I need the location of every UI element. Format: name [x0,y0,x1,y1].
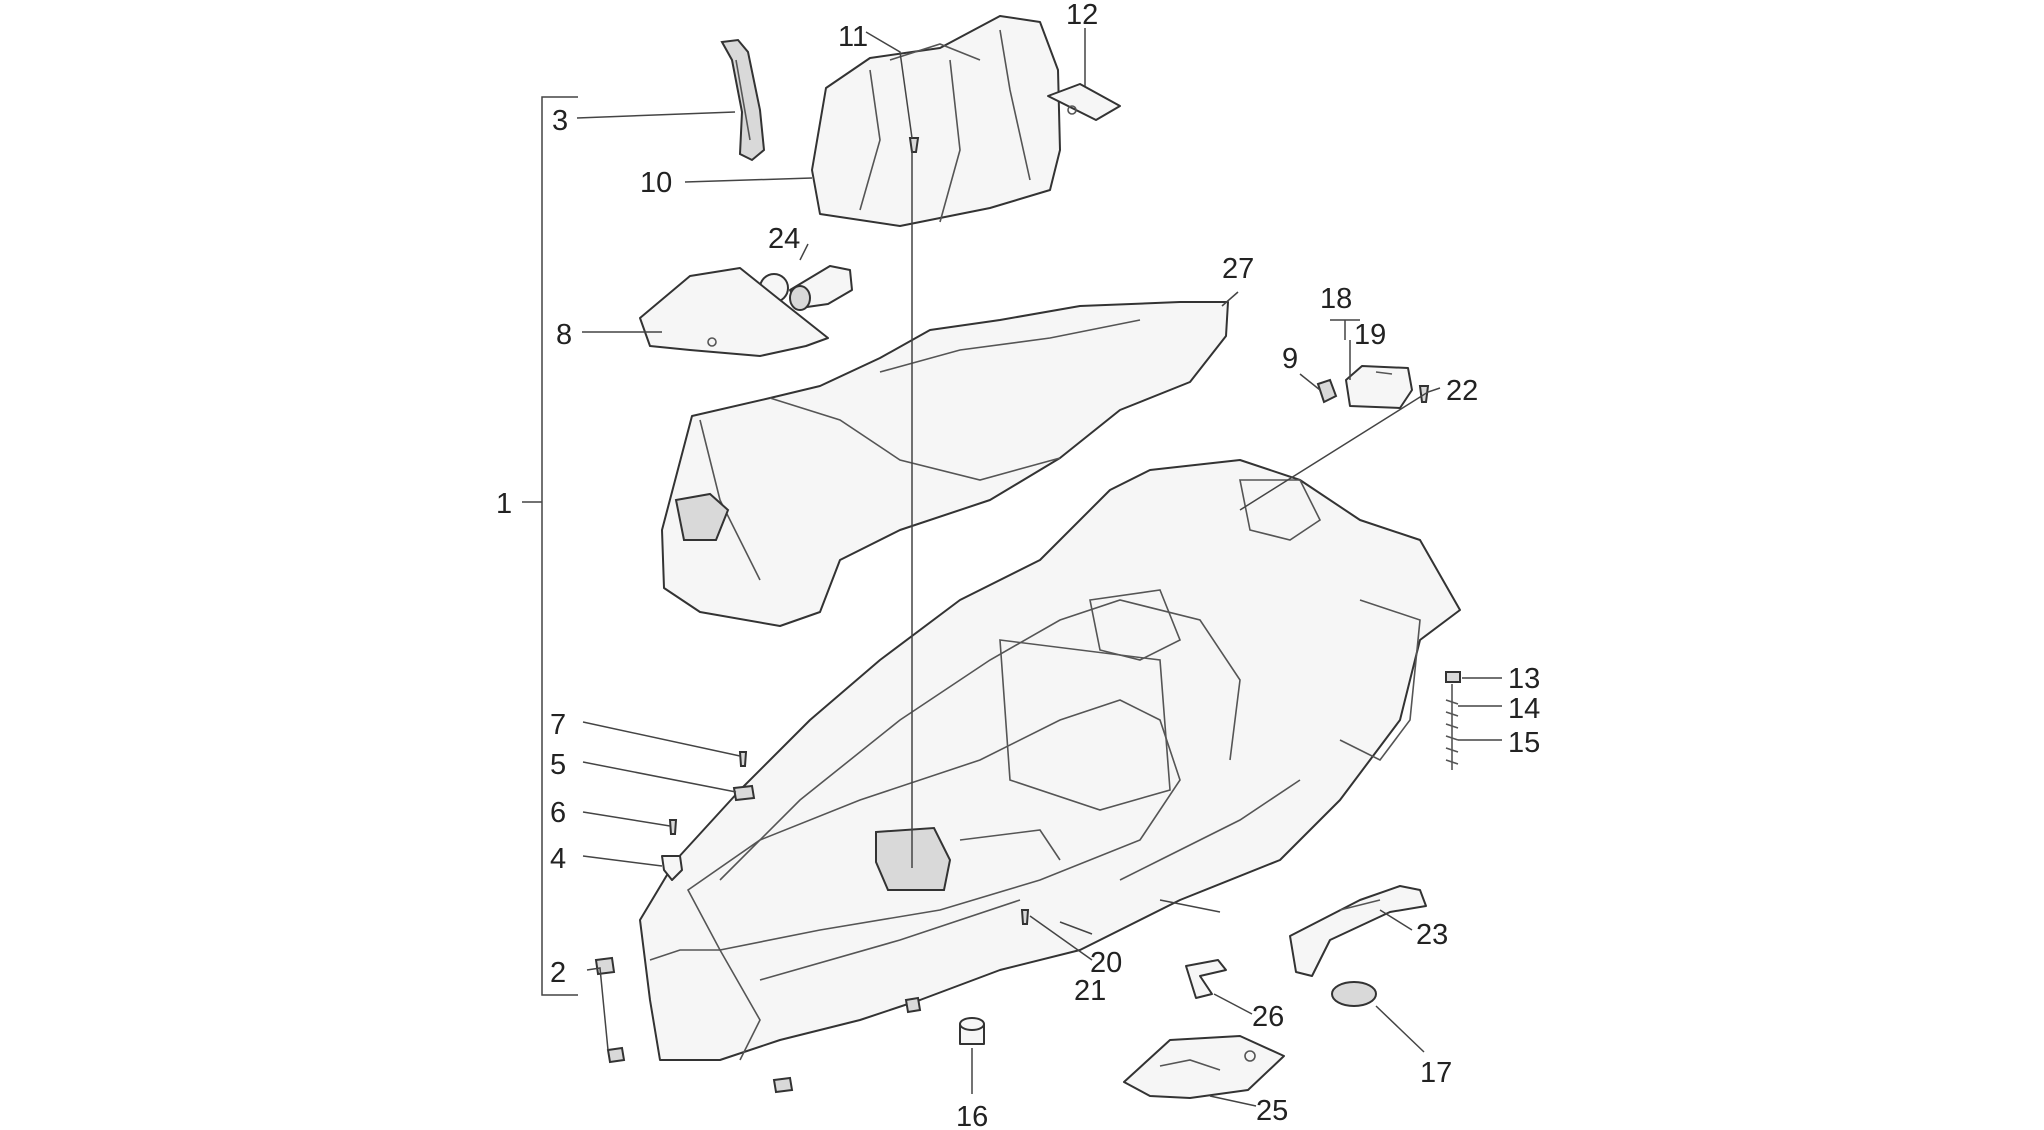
part-5-clip [732,784,756,802]
group-1-bracket [522,96,578,996]
part-26-bracket [1185,959,1227,999]
part-16-plug [959,1017,985,1045]
callout-26: 26 [1252,1001,1284,1033]
callout-4: 4 [550,843,566,875]
callout-9: 9 [1282,343,1298,375]
callout-20: 20 [1090,947,1122,979]
part-27-liner [661,301,1229,627]
callout-27: 27 [1222,253,1254,285]
part-23-cover [1289,885,1427,977]
part-13-14-15-bolt [1445,671,1461,770]
part-17-cap [1331,981,1377,1007]
part-3-strap [720,38,766,162]
part-21-screw [1020,909,1030,925]
part-8-mat [639,267,829,357]
callout-8: 8 [556,319,572,351]
callout-23: 23 [1416,919,1448,951]
callout-5: 5 [550,749,566,781]
part-9-clip [1316,378,1338,404]
leader-lines [576,28,1502,1107]
part-6-screw [668,819,678,835]
callout-1: 1 [496,488,512,520]
callout-11: 11 [838,21,868,53]
callout-14: 14 [1508,693,1540,725]
part-25-mat [1123,1035,1285,1099]
callout-13: 13 [1508,663,1540,695]
callout-19: 19 [1354,319,1386,351]
callout-12: 12 [1066,0,1098,31]
callout-22: 22 [1446,375,1478,407]
part-4-nut [661,855,683,881]
main-frame-body [639,459,1461,1061]
callout-16: 16 [956,1101,988,1130]
callout-7: 7 [550,709,566,741]
callout-21: 21 [1074,975,1106,1007]
callout-6: 6 [550,797,566,829]
callout-3: 3 [552,105,568,137]
callout-labels: 1 2 3 4 5 6 7 8 9 10 11 12 13 14 15 16 1… [496,0,1540,1130]
callout-15: 15 [1508,727,1540,759]
part-7-screw [738,751,748,767]
part-10-box [811,15,1061,227]
part-12-plate [1047,83,1121,121]
part-2-clip [594,956,922,1094]
part-11-screw [908,137,920,153]
callout-24: 24 [768,223,800,255]
callout-17: 17 [1420,1057,1452,1089]
callout-25: 25 [1256,1095,1288,1127]
callout-10: 10 [640,167,672,199]
callout-18: 18 [1320,283,1352,315]
part-19-cover [1345,365,1413,409]
callout-2: 2 [550,957,566,989]
